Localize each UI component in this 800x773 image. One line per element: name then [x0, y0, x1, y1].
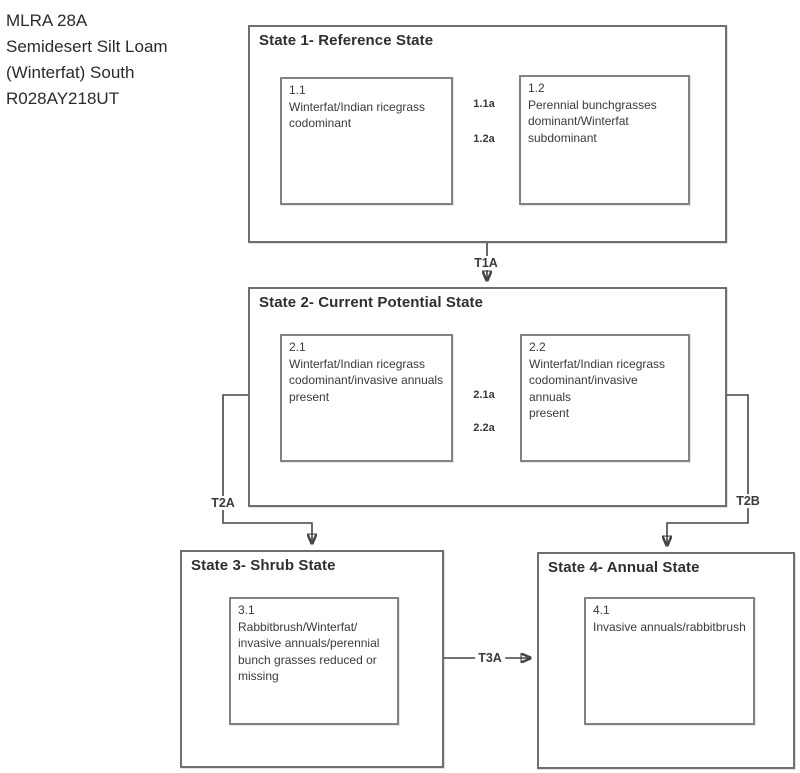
state4-box: State 4- Annual State 4.1 Invasive annua…: [537, 552, 795, 769]
community-2-1-id: 2.1: [289, 340, 306, 354]
state4-label: State 4- Annual State: [548, 559, 700, 576]
state1-box: State 1- Reference State 1.1 Winterfat/I…: [248, 25, 727, 243]
community-1-2-desc: Perennial bunchgrasses dominant/Winterfa…: [528, 97, 657, 145]
community-4-1-desc: Invasive annuals/rabbitbrush: [593, 619, 746, 634]
transition-label-t3a: T3A: [475, 651, 505, 665]
state3-label: State 3- Shrub State: [191, 557, 336, 574]
title-line-site-id: R028AY218UT: [6, 89, 120, 108]
state3-box: State 3- Shrub State 3.1 Rabbitbrush/Win…: [180, 550, 444, 768]
transition-label-t1a: T1A: [471, 256, 501, 270]
pathway-label-2-2a: 2.2a: [470, 422, 498, 434]
state2-label: State 2- Current Potential State: [259, 294, 484, 311]
community-2-2-id: 2.2: [529, 340, 546, 354]
title-line-site-name2: (Winterfat) South: [6, 63, 135, 82]
pathway-label-1-1a: 1.1a: [470, 98, 498, 110]
community-1-2-id: 1.2: [528, 81, 545, 95]
community-2-1-box: 2.1 Winterfat/Indian ricegrass codominan…: [280, 334, 453, 462]
community-1-1-desc: Winterfat/Indian ricegrass codominant: [289, 99, 426, 131]
title-line-site-name: Semidesert Silt Loam: [6, 37, 168, 56]
community-1-1-id: 1.1: [289, 83, 306, 97]
community-4-1-id: 4.1: [593, 603, 610, 617]
community-3-1-desc: Rabbitbrush/Winterfat/ invasive annuals/…: [238, 619, 380, 684]
state1-label: State 1- Reference State: [259, 32, 434, 49]
community-1-2-box: 1.2 Perennial bunchgrasses dominant/Wint…: [519, 75, 690, 205]
community-1-1-box: 1.1 Winterfat/Indian ricegrass codominan…: [280, 77, 453, 205]
community-2-2-desc: Winterfat/Indian ricegrass codominant/in…: [529, 356, 666, 421]
community-2-1-desc: Winterfat/Indian ricegrass codominant/in…: [289, 356, 444, 404]
community-4-1-box: 4.1 Invasive annuals/rabbitbrush: [584, 597, 755, 725]
transition-label-t2b: T2B: [733, 494, 763, 508]
diagram-title: MLRA 28A Semidesert Silt Loam (Winterfat…: [6, 8, 236, 112]
community-3-1-box: 3.1 Rabbitbrush/Winterfat/ invasive annu…: [229, 597, 399, 725]
title-line-mlra: MLRA 28A: [6, 11, 88, 30]
pathway-label-2-1a: 2.1a: [470, 389, 498, 401]
community-3-1-id: 3.1: [238, 603, 255, 617]
transition-label-t2a: T2A: [208, 496, 238, 510]
pathway-label-1-2a: 1.2a: [470, 133, 498, 145]
community-2-2-box: 2.2 Winterfat/Indian ricegrass codominan…: [520, 334, 690, 462]
